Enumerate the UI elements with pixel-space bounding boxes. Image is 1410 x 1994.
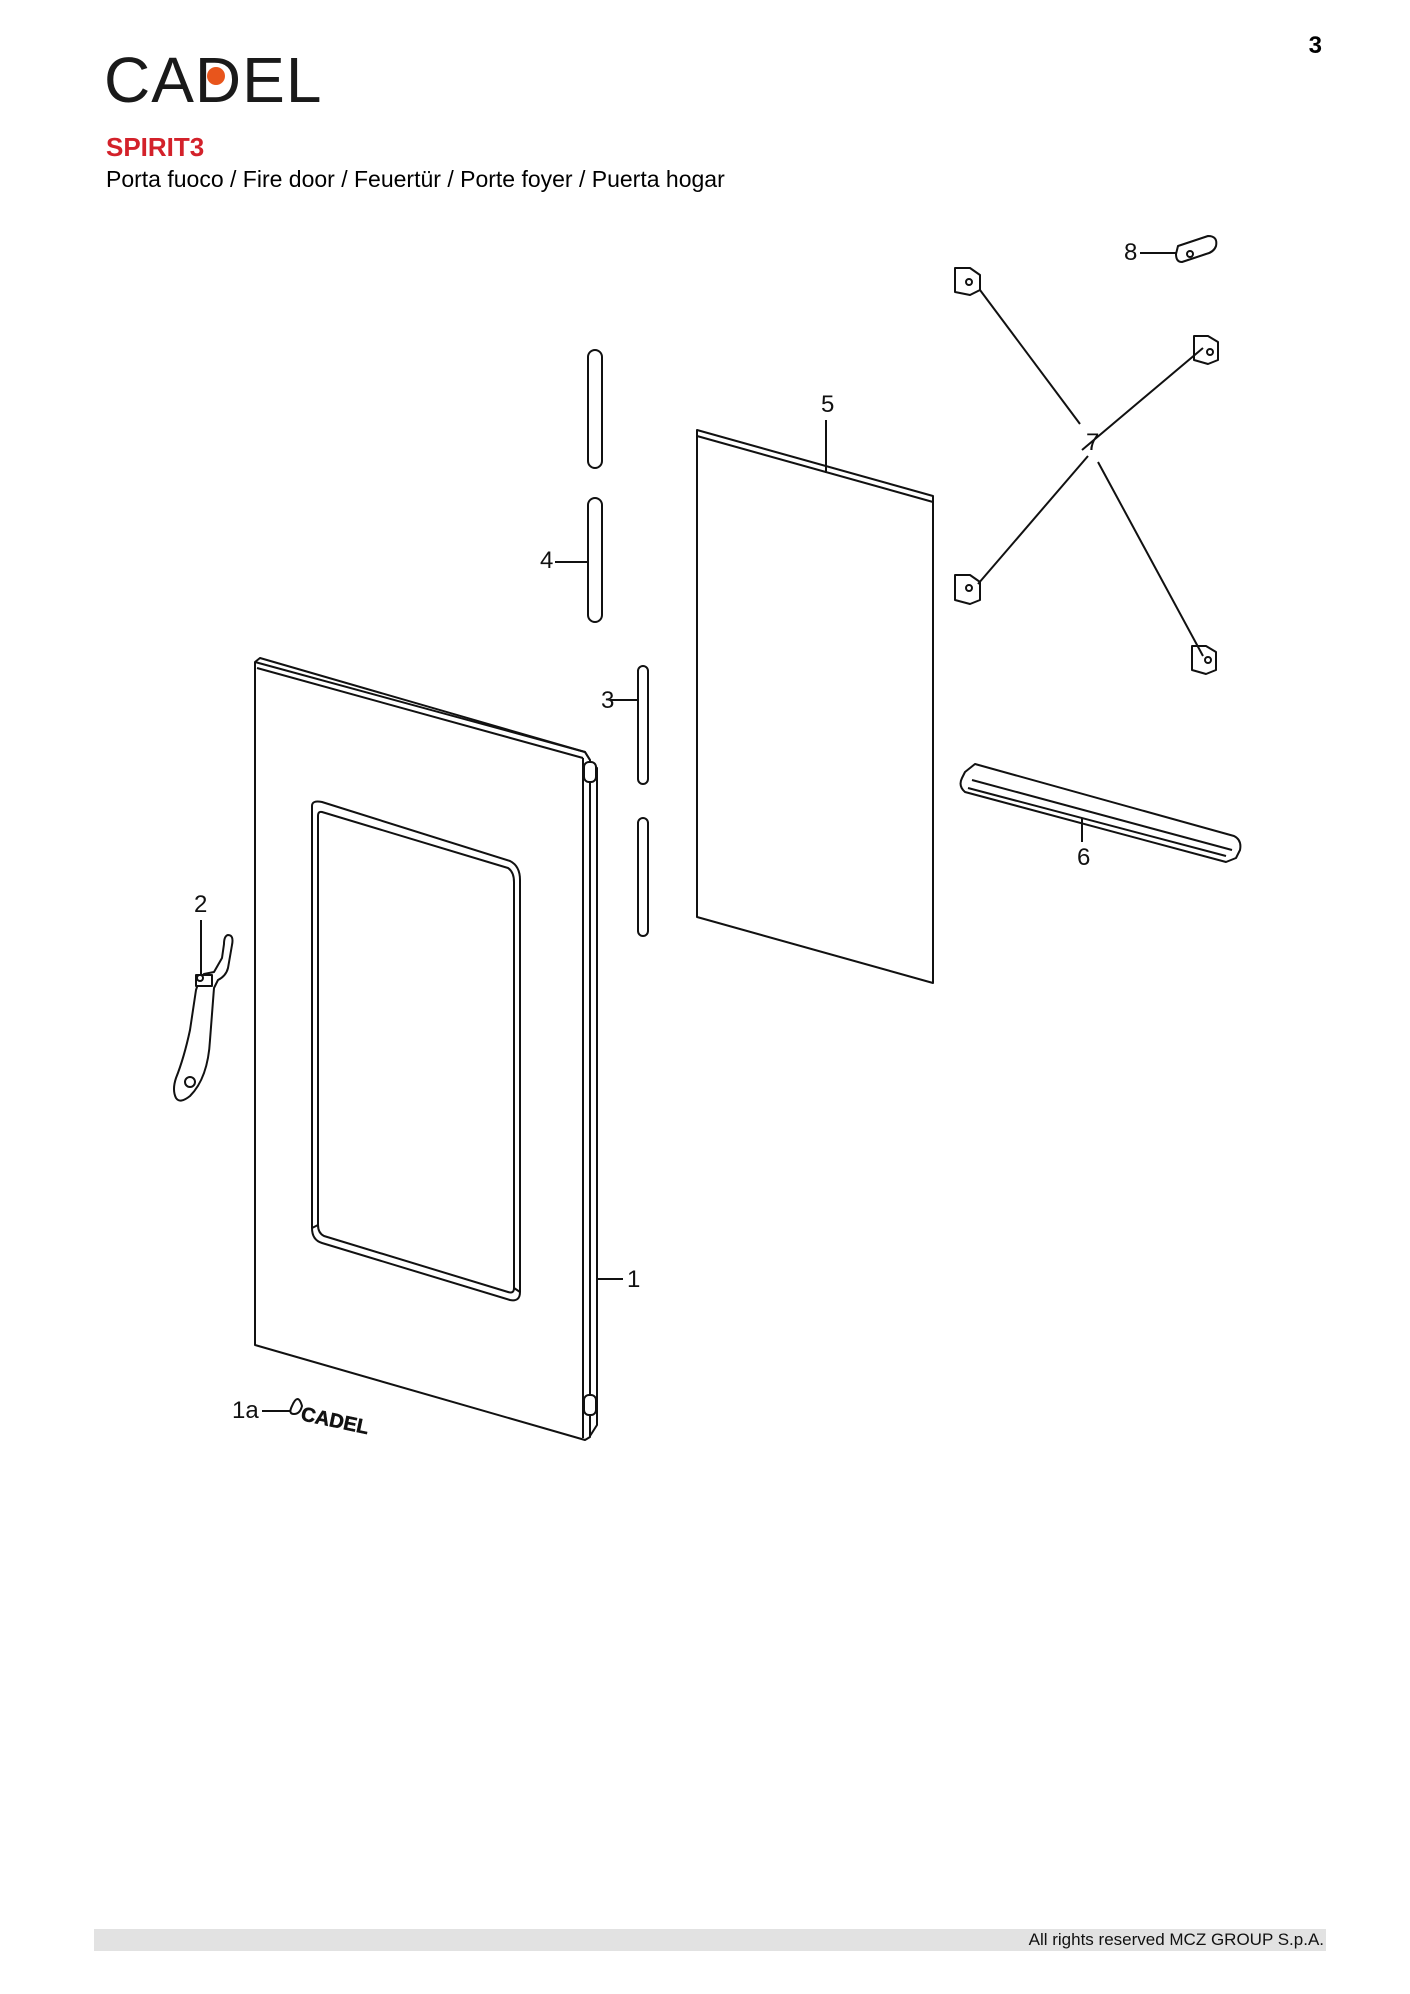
page-number: 3 [1308,32,1322,59]
part-6-bottom-profile [959,763,1242,863]
callout-1a: 1a [232,1397,259,1424]
brand-logo: CADEL [104,44,321,110]
logo-dot-icon [207,67,225,85]
page-subtitle: Porta fuoco / Fire door / Feuertür / Por… [106,166,725,192]
callout-7: 7 [1086,429,1099,456]
callout-4: 4 [540,547,553,574]
part-1-door-frame [254,657,623,1441]
model-title: SPIRIT3 [106,132,205,162]
callout-2: 2 [194,891,207,918]
part-1a-logo-badge: CADEL [262,1398,371,1439]
callout-1: 1 [627,1266,640,1293]
part-4-rods [555,349,603,623]
part-2-door-latch [173,920,234,1102]
part-3-rods [610,665,649,937]
svg-text:CADEL: CADEL [299,1403,371,1439]
callout-3: 3 [601,687,614,714]
footer-rights: All rights reserved MCZ GROUP S.p.A. [1028,1930,1324,1949]
callout-8: 8 [1124,239,1137,266]
callout-6: 6 [1077,844,1090,871]
callout-5: 5 [821,391,834,418]
part-7-brackets [954,267,1219,675]
part-5-glass-panel [696,420,934,984]
footer-bar [94,1929,1326,1951]
part-8-pin [1140,235,1218,263]
